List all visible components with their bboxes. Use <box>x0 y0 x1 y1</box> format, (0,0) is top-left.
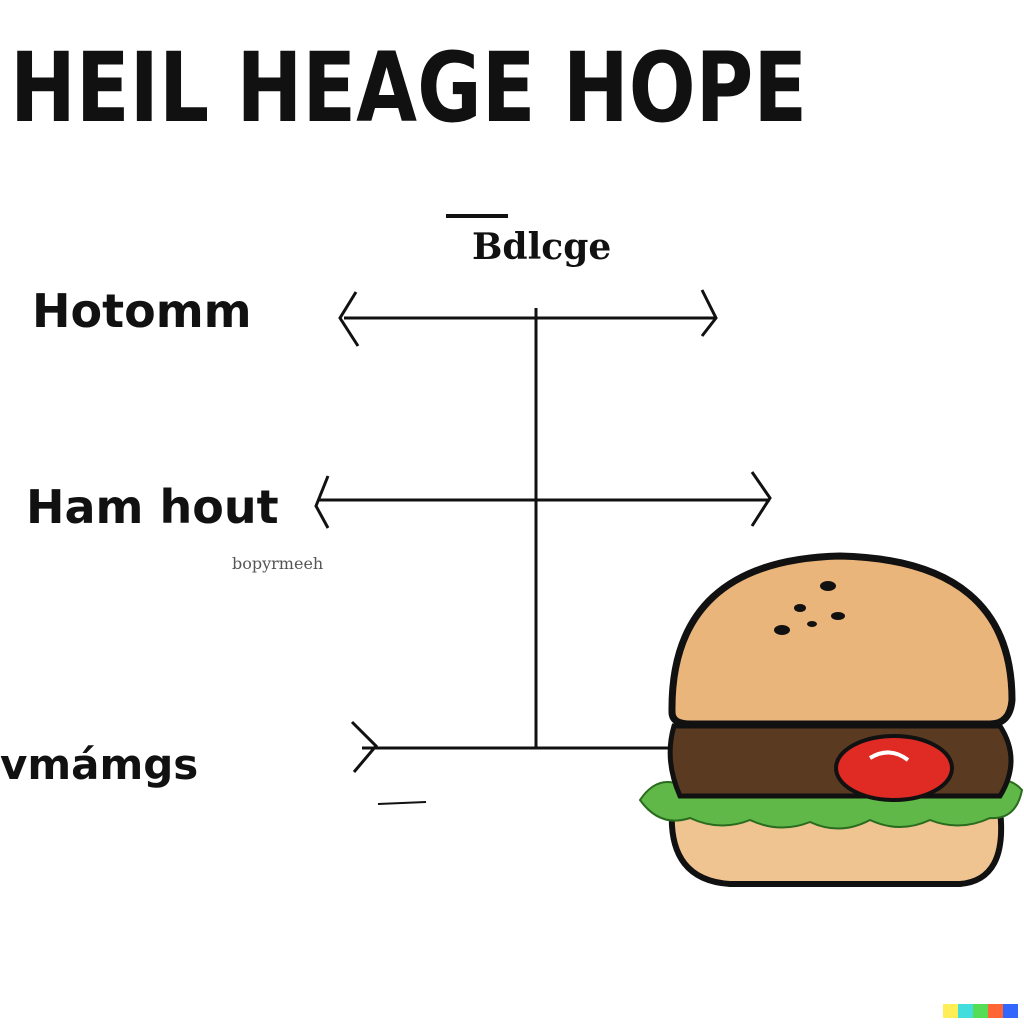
page-title: HEIL HEAGE HOPE <box>10 32 808 144</box>
watermark-swatch <box>958 1004 973 1018</box>
row-label-1: Hotomm <box>32 284 252 338</box>
row-label-3: vmámgs <box>0 740 199 789</box>
watermark-swatch <box>1003 1004 1018 1018</box>
row-label-2: Ham hout <box>26 480 279 534</box>
row-3-arrow <box>350 720 690 773</box>
watermark-swatch <box>973 1004 988 1018</box>
watermark-swatch <box>988 1004 1003 1018</box>
watermark-color-bar <box>943 1004 1018 1018</box>
row-sublabel-2: bopyrmeeh <box>232 554 324 573</box>
axis-label-underline <box>446 214 508 218</box>
burger-icon <box>638 552 1024 887</box>
row-1-arrow <box>338 289 718 347</box>
watermark-swatch <box>943 1004 958 1018</box>
axis-top-label: Bdlcge <box>472 226 612 268</box>
row-2-arrow <box>314 471 772 529</box>
row-3-dash <box>377 801 427 805</box>
